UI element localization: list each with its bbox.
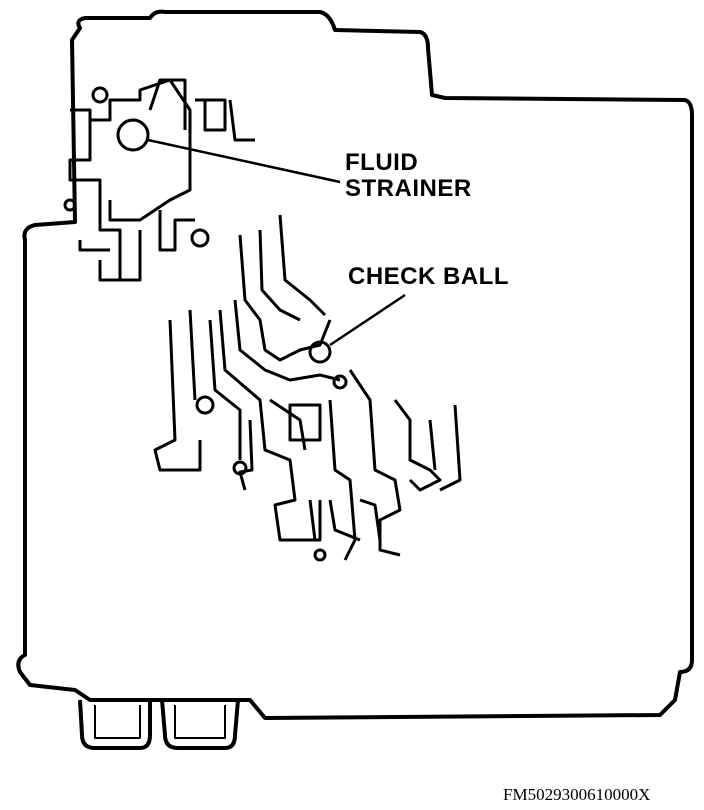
fluid-strainer-label-line2: STRAINER (345, 175, 472, 202)
plate-outline (16, 9, 694, 720)
fluid-strainer-leader (147, 138, 341, 184)
fluid-passages-upper (63, 78, 255, 282)
bottom-tab-right (160, 699, 240, 750)
check-ball-leader (329, 293, 406, 347)
bottom-tab-left (78, 699, 152, 750)
figure-code: FM5029300610000X (503, 785, 651, 804)
fluid-strainer-label: FLUID STRAINER (345, 150, 472, 202)
fluid-passages-lower (153, 214, 462, 562)
fluid-strainer-label-line1: FLUID (345, 149, 419, 176)
fluid-strainer-circle (116, 118, 150, 152)
check-ball-label: CHECK BALL (348, 263, 509, 290)
check-ball-circle (308, 340, 332, 364)
